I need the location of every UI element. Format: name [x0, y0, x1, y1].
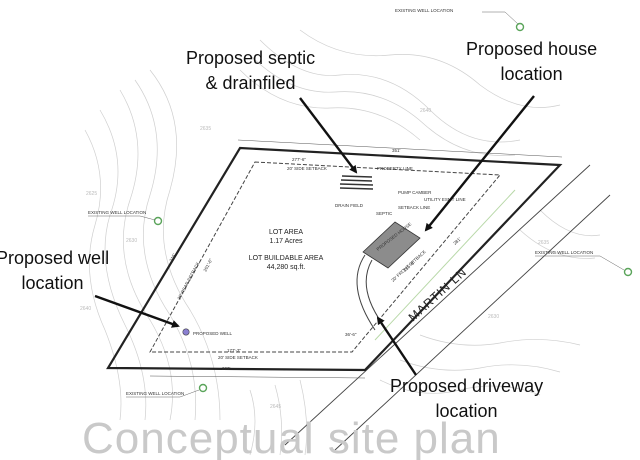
well-callout-line2: location — [21, 273, 84, 293]
driveway-callout-line1: Proposed driveway — [390, 376, 544, 396]
lot-buildable-label: LOT BUILDABLE AREA — [249, 255, 324, 262]
dim-bottom: 177'-3" — [227, 348, 241, 353]
dim-left-inner: 201'-6" — [202, 257, 213, 272]
contour-label: 2635 — [200, 126, 211, 132]
dim-corner: 36'-6" — [345, 332, 357, 337]
property-boundary — [106, 139, 563, 379]
dim-right: 281' — [452, 236, 462, 245]
contour-label: 2630 — [126, 238, 137, 244]
house-callout-line2: location — [500, 64, 563, 84]
road — [284, 164, 611, 451]
existing-well-marker-top — [515, 22, 525, 32]
house-callout-line1: Proposed house — [466, 39, 598, 59]
well-leaders — [88, 11, 625, 398]
well-callout-line1: Proposed well — [0, 248, 110, 268]
dim-left: 215' — [168, 253, 176, 263]
contour-label: 2635 — [538, 240, 549, 246]
contour-label: 2640 — [420, 108, 431, 114]
house-arrow — [424, 95, 535, 232]
utility-line — [374, 189, 516, 341]
utility-line-label: UTILITY ESMT LINE — [424, 197, 466, 202]
house-callout: Proposed house location — [466, 37, 597, 87]
lot-area-value: 1.17 Acres — [269, 238, 303, 245]
drain-field — [339, 175, 374, 190]
existing-well-label-left: EXISTING WELL LOCATION — [88, 210, 146, 215]
side-setback-label-top: 20' SIDE SETBACK — [287, 166, 327, 171]
septic-callout: Proposed septic & drainfiled — [186, 46, 315, 96]
setback-line-label: SETBACK LINE — [398, 205, 430, 210]
contour-label: 2625 — [86, 191, 97, 197]
existing-well-marker-left — [153, 216, 163, 226]
well-arrow — [94, 294, 180, 328]
pump-chamber-label: PUMP CAMBER — [398, 190, 432, 195]
contour-label: 2645 — [270, 404, 281, 410]
driveway-arrow — [376, 316, 417, 376]
lot-area-label: LOT AREA — [269, 229, 303, 236]
driveway-callout-line2: location — [435, 401, 498, 421]
drain-field-label: DRAIN FIELD — [335, 203, 364, 208]
septic-label: SEPTIC — [376, 211, 393, 216]
diagram-title: Conceptual site plan — [82, 414, 501, 460]
existing-well-marker-right — [623, 267, 633, 277]
driveway-callout: Proposed driveway location — [390, 374, 543, 424]
rear-setback-label: 20' REAR SETBACK — [176, 261, 200, 300]
lot-buildable-value: 44,280 sq.ft. — [267, 264, 306, 271]
property-line-label: PROPERTY LINE — [377, 166, 413, 171]
dim-top-inner: 277'-6" — [292, 157, 306, 162]
contour-label: 2630 — [488, 314, 499, 320]
callout-arrows — [94, 95, 535, 376]
proposed-well-marker — [182, 328, 190, 336]
existing-well-label-right: EXISTING WELL LOCATION — [535, 250, 593, 255]
well-callout: Proposed well location — [0, 246, 109, 296]
side-setback-label-bottom: 20' SIDE SETBACK — [218, 355, 258, 360]
existing-well-marker-bottom — [198, 383, 208, 393]
proposed-well-label: PROPOSED WELL — [193, 331, 233, 336]
existing-well-label-bottom: EXISTING WELL LOCATION — [126, 391, 184, 396]
dim-bottom-outer: 223' — [222, 366, 231, 371]
septic-callout-line1: Proposed septic — [186, 48, 316, 68]
septic-arrow — [299, 97, 358, 174]
contour-label: 2640 — [80, 306, 91, 312]
dim-front: 135'-6" — [402, 259, 416, 272]
septic-callout-line2: & drainfiled — [205, 73, 296, 93]
existing-well-label-top: EXISTING WELL LOCATION — [395, 8, 453, 13]
dim-top: 351' — [392, 148, 401, 153]
